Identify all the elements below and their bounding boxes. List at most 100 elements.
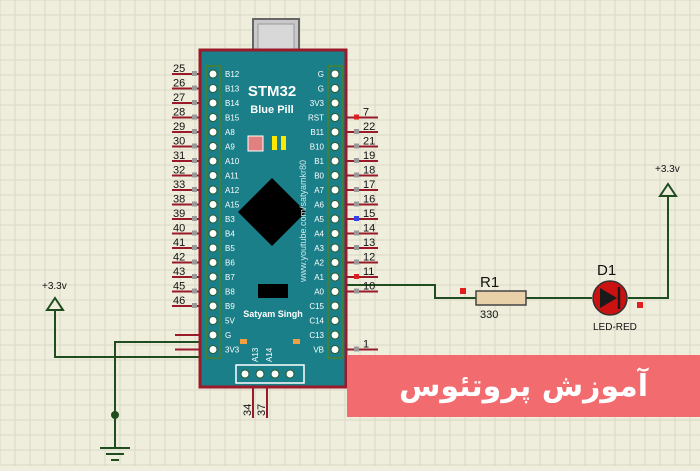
- power-right-arrow: [658, 182, 678, 197]
- right-header-hole: [330, 243, 340, 253]
- ground-junction: [111, 411, 119, 419]
- left-header-hole: [208, 214, 218, 224]
- led-ref: D1: [597, 262, 616, 279]
- regulator-chip: [258, 284, 288, 298]
- right-pin-label: C14: [309, 317, 324, 326]
- right-pin-marker: [354, 259, 359, 265]
- right-pin-label: C13: [309, 331, 324, 340]
- right-header-hole: [330, 345, 340, 354]
- right-pin-number: 21: [363, 136, 375, 148]
- right-pin-number: 17: [363, 179, 375, 191]
- left-header-hole: [208, 156, 218, 166]
- left-pin-label: B5: [225, 244, 235, 253]
- left-pin-number: 30: [173, 136, 185, 148]
- right-header-hole: [330, 98, 340, 108]
- right-header-hole: [330, 69, 340, 79]
- led-smd-1: [240, 339, 247, 344]
- right-pin-number: 1: [363, 339, 369, 351]
- boot-jumper-2: [281, 136, 286, 150]
- left-pin-label: B13: [225, 85, 240, 94]
- board-title: STM32: [248, 83, 296, 100]
- left-header-hole: [208, 345, 218, 354]
- right-pin-marker: [354, 158, 359, 163]
- right-pin-label: G: [318, 85, 324, 94]
- right-pin-number: 14: [363, 223, 375, 235]
- right-pin-marker: [354, 216, 359, 221]
- right-header-hole: [330, 316, 340, 325]
- left-pin-number: 28: [173, 107, 185, 119]
- right-header-hole: [330, 113, 340, 122]
- bottom-header-hole: [240, 369, 250, 379]
- right-pin-labels: GG3V3RSTB11B10B1B0A7A6A5A4A3A2A1A0C15C14…: [308, 70, 325, 355]
- left-pin-number: 46: [173, 295, 185, 307]
- left-header-hole: [208, 113, 218, 122]
- left-pin-label: B15: [225, 114, 240, 123]
- left-pin-label: B8: [225, 288, 235, 297]
- left-header-hole: [208, 69, 218, 79]
- left-pin-marker: [192, 187, 197, 192]
- left-pin-number: 42: [173, 252, 185, 264]
- left-pin-number: 41: [173, 237, 185, 249]
- left-header-hole: [208, 243, 218, 253]
- right-pin-label: VB: [313, 346, 324, 355]
- left-header-hole: [208, 142, 218, 151]
- left-header: [205, 65, 221, 359]
- left-pin-number: 43: [173, 266, 185, 278]
- left-pin-number: 33: [173, 179, 185, 191]
- board-url: www.youtube.com/satyamkr80: [298, 160, 308, 283]
- right-pin-label: A6: [314, 201, 324, 210]
- left-pin-marker: [192, 230, 197, 236]
- led-d1-arrow: [600, 288, 617, 308]
- left-pin-label: B9: [225, 302, 235, 311]
- left-pin-label: G: [225, 331, 231, 340]
- right-header-hole: [330, 200, 340, 209]
- left-pin-label: A9: [225, 143, 235, 152]
- left-pin-label: A12: [225, 186, 240, 195]
- left-pin-label: A15: [225, 201, 240, 210]
- right-pin-marker: [354, 201, 359, 207]
- left-pin-marker: [192, 303, 197, 308]
- left-header-hole: [208, 301, 218, 311]
- bottom-header-hole: [270, 369, 280, 379]
- left-pin-number: 32: [173, 165, 185, 177]
- bottom-header-hole: [255, 369, 265, 379]
- left-pin-label: B12: [225, 70, 240, 79]
- left-pin-number: 29: [173, 121, 185, 133]
- left-pin-label: A11: [225, 172, 239, 181]
- resistor-r1: [475, 290, 527, 306]
- bottom-header-hole: [285, 369, 295, 379]
- right-header-hole: [330, 214, 340, 224]
- left-pin-number: 26: [173, 78, 185, 90]
- right-pin-marker: [354, 346, 359, 352]
- left-header-hole: [208, 272, 218, 282]
- left-pin-number: 31: [173, 150, 185, 162]
- led-value: LED-RED: [593, 322, 637, 333]
- left-pin-number: 27: [173, 92, 185, 104]
- right-pin-number: 22: [363, 121, 375, 133]
- left-pin-label: B7: [225, 273, 235, 282]
- bottom-pin-label: A14: [265, 347, 274, 362]
- left-header-hole: [208, 127, 218, 137]
- left-pin-marker: [192, 172, 197, 178]
- left-pin-marker: [192, 143, 197, 149]
- left-header-hole: [208, 171, 218, 180]
- left-pin-marker: [192, 71, 197, 76]
- left-header-hole: [208, 330, 218, 340]
- right-pin-number: 15: [363, 208, 375, 220]
- left-header-hole: [208, 229, 218, 238]
- right-pin-marker: [354, 230, 359, 236]
- left-pin-marker: [192, 201, 197, 207]
- bottom-pin-number: 34: [242, 404, 254, 416]
- left-pin-number: 25: [173, 63, 185, 75]
- right-pin-number: 16: [363, 194, 375, 206]
- bottom-header-frame: [235, 364, 305, 384]
- left-pin-label: A8: [225, 128, 235, 137]
- right-pin-marker: [354, 114, 359, 120]
- left-pin-number: 45: [173, 281, 185, 293]
- left-header-hole: [208, 84, 218, 93]
- right-pin-number: 18: [363, 165, 375, 177]
- left-pin-marker: [192, 216, 197, 221]
